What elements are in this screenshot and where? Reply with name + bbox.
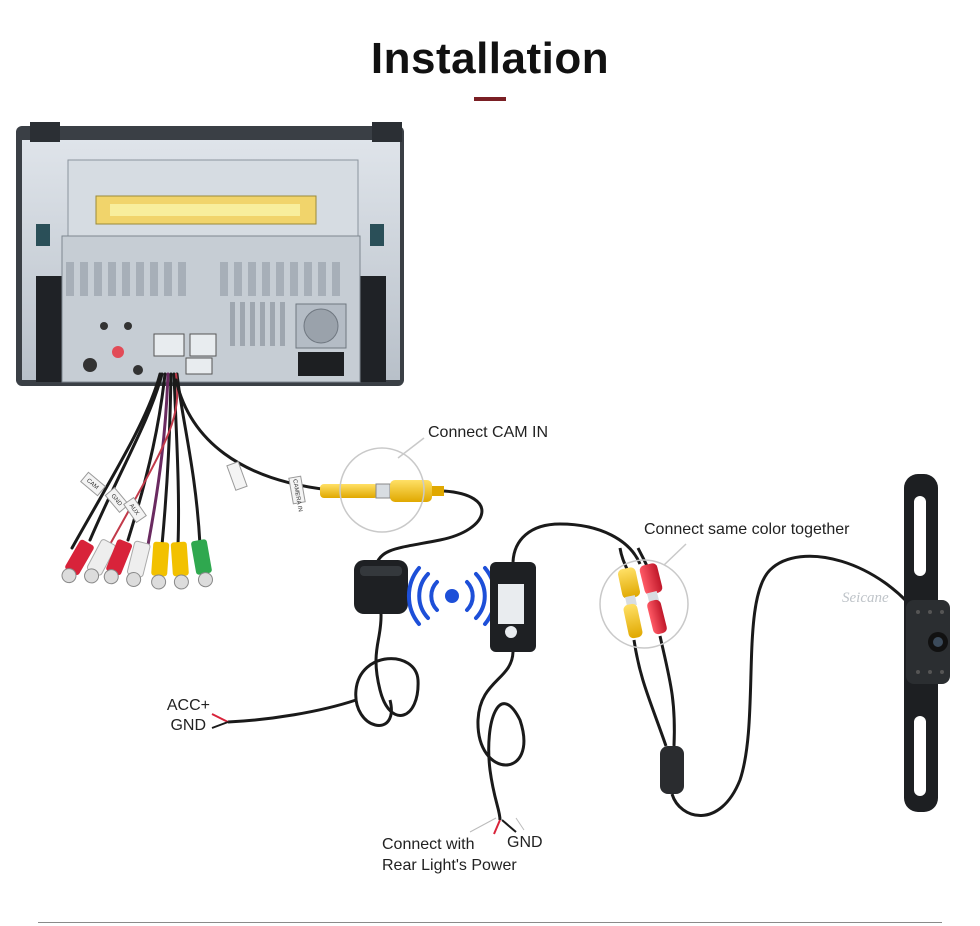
wireless-transmitter <box>211 560 420 729</box>
tag-camera-in: CAMERA IN <box>291 479 303 513</box>
label-rear-light-power: Rear Light's Power <box>382 857 517 874</box>
label-gnd-bottom: GND <box>507 834 543 851</box>
wireless-signal-icon <box>407 566 497 626</box>
label-acc: ACC+ <box>166 697 210 714</box>
page-title: Installation <box>370 34 610 83</box>
cam-in-highlight <box>339 447 425 533</box>
color-match-leader <box>663 543 687 566</box>
footer-divider <box>38 922 942 923</box>
label-gnd-left: GND <box>170 717 206 734</box>
power-leader <box>469 817 497 833</box>
label-connect-with: Connect with <box>382 836 475 853</box>
title-accent-bar <box>474 97 506 101</box>
cam-to-transmitter-cable <box>374 489 484 567</box>
watermark-logo: Seicane <box>842 590 889 606</box>
tag-aux: AUX <box>128 503 140 517</box>
color-match-connectors <box>618 547 684 794</box>
cable-tags: CAM GND AUX CAMERA IN <box>80 461 306 524</box>
cam-in-connector <box>320 480 444 502</box>
gnd-leader <box>515 817 525 831</box>
color-match-highlight <box>599 559 689 649</box>
rca-harness <box>70 372 332 550</box>
rca-plugs <box>61 539 213 590</box>
label-connect-cam-in: Connect CAM IN <box>428 424 549 441</box>
license-plate-camera <box>904 474 950 812</box>
wireless-receiver <box>476 522 642 835</box>
label-connect-same-color: Connect same color together <box>644 521 850 538</box>
cam-in-leader <box>397 437 425 459</box>
camera-cable <box>670 554 924 817</box>
head-unit <box>16 122 404 386</box>
